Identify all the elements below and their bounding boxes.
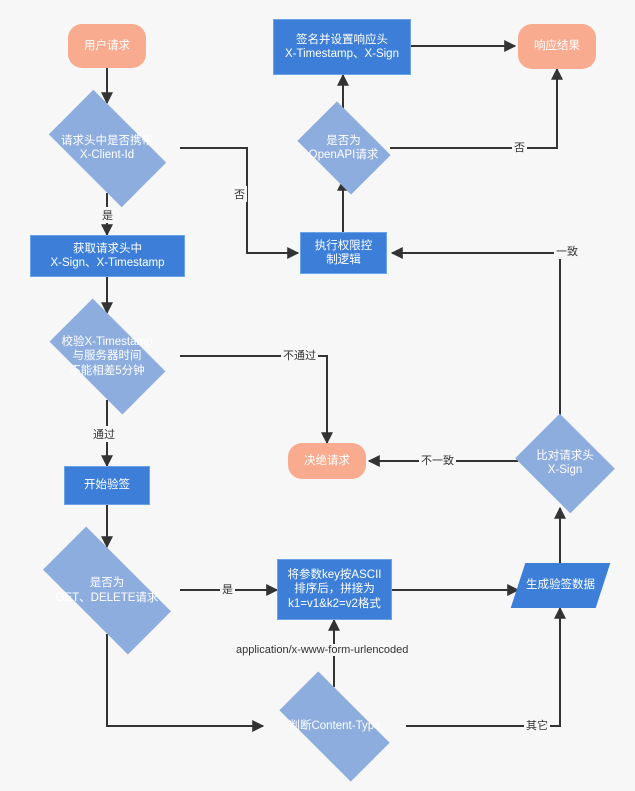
edge-label-get-delete-yes: 是 (220, 581, 235, 597)
node-compare-sign[interactable]: 比对请求头 X-Sign (510, 413, 620, 513)
edge-label-timestamp-pass: 通过 (91, 426, 117, 442)
node-start-verify-label: 开始验签 (84, 479, 130, 492)
node-response-result-label: 响应结果 (534, 40, 580, 53)
node-user-request-label: 用户请求 (84, 39, 130, 52)
edge-label-content-type-urlencoded: application/x-www-form-urlencoded (234, 644, 411, 656)
node-check-timestamp[interactable]: 校验X-Timestamp 与服务器时间 不能相差5分钟 (34, 298, 180, 415)
node-judge-content-type[interactable]: 判断Content-Type (263, 670, 406, 782)
node-reject-request[interactable]: 决绝请求 (288, 443, 366, 479)
node-has-client-id-label: 请求头中是否携带 X-Client-Id (61, 134, 153, 161)
node-reject-request-label: 决绝请求 (304, 454, 350, 467)
node-auth-logic[interactable]: 执行权限控 制逻辑 (300, 232, 387, 274)
node-response-result[interactable]: 响应结果 (518, 24, 596, 69)
node-gen-sign-data[interactable]: 生成验签数据 (510, 563, 611, 608)
node-sort-ascii-label: 将参数key按ASCII 排序后，拼接为 k1=v1&k2=v2格式 (287, 569, 382, 610)
node-judge-content-type-label: 判断Content-Type (288, 719, 381, 732)
edge-label-timestamp-fail: 不通过 (281, 347, 318, 363)
edge-label-client-id-no: 否 (232, 186, 247, 202)
node-is-openapi[interactable]: 是否为 OpenAPI请求 (290, 101, 397, 195)
node-has-client-id[interactable]: 请求头中是否携带 X-Client-Id (34, 89, 180, 207)
node-user-request[interactable]: 用户请求 (68, 24, 146, 68)
node-is-get-delete-label: 是否为 GET、DELETE请求 (55, 577, 159, 604)
edge-label-content-type-other: 其它 (524, 717, 550, 733)
node-is-get-delete[interactable]: 是否为 GET、DELETE请求 (22, 526, 192, 655)
edge-label-openapi-no: 否 (512, 139, 527, 155)
edge-label-sign-mismatch: 不一致 (419, 452, 456, 468)
node-sign-response[interactable]: 签名并设置响应头 X-Timestamp、X-Sign (273, 19, 411, 75)
node-gen-sign-data-label: 生成验签数据 (526, 579, 595, 592)
node-check-timestamp-label: 校验X-Timestamp 与服务器时间 不能相差5分钟 (61, 336, 153, 377)
node-get-headers[interactable]: 获取请求头中 X-Sign、X-Timestamp (30, 235, 185, 277)
node-compare-sign-label: 比对请求头 X-Sign (536, 449, 594, 476)
node-sign-response-label: 签名并设置响应头 X-Timestamp、X-Sign (285, 33, 399, 60)
node-auth-logic-label: 执行权限控 制逻辑 (314, 239, 373, 266)
node-sort-ascii[interactable]: 将参数key按ASCII 排序后，拼接为 k1=v1&k2=v2格式 (277, 559, 392, 620)
node-is-openapi-label: 是否为 OpenAPI请求 (308, 134, 379, 161)
node-get-headers-label: 获取请求头中 X-Sign、X-Timestamp (50, 242, 165, 269)
node-start-verify[interactable]: 开始验签 (64, 466, 150, 505)
edge-label-sign-match: 一致 (554, 243, 580, 259)
edge-label-client-id-yes: 是 (100, 207, 115, 223)
